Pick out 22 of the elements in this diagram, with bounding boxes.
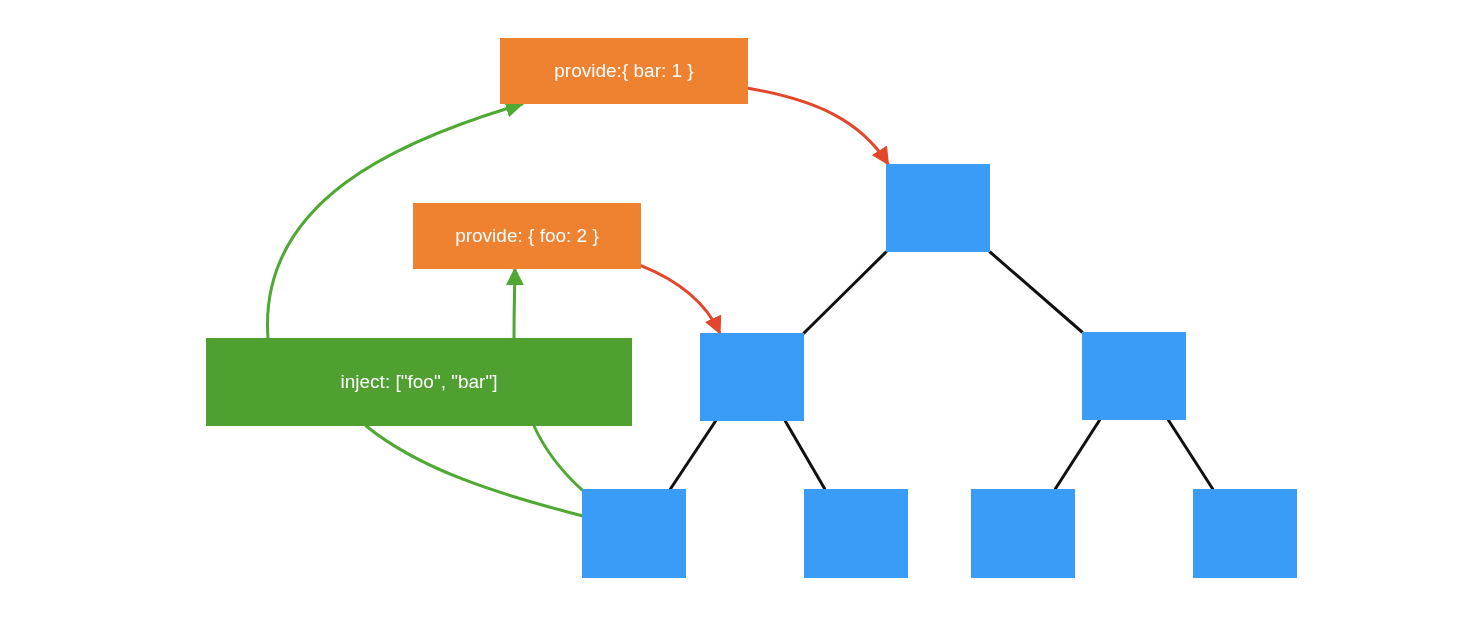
tree-node-box xyxy=(804,489,908,578)
node-label: inject: ["foo", "bar"] xyxy=(340,371,498,393)
connector-line xyxy=(988,250,1084,334)
tree-node-box xyxy=(1082,332,1186,420)
connector-line xyxy=(364,424,584,518)
connector-line xyxy=(1053,418,1102,491)
label-box xyxy=(413,203,641,269)
connector-line xyxy=(532,424,584,492)
node-label: provide: { foo: 2 } xyxy=(455,225,599,247)
connector-line xyxy=(668,419,718,491)
node-label: provide:{ bar: 1 } xyxy=(554,60,694,82)
label-box xyxy=(206,338,632,426)
connector-line xyxy=(783,419,827,491)
label-box xyxy=(500,38,748,104)
tree-node-box xyxy=(886,164,990,252)
tree-node-box xyxy=(700,333,804,421)
connector-line xyxy=(802,250,888,335)
arrow xyxy=(505,267,524,340)
tree-node-box xyxy=(1193,489,1297,578)
tree-node-box xyxy=(971,489,1075,578)
connector-line xyxy=(1166,418,1215,491)
tree-node-box xyxy=(582,489,686,578)
